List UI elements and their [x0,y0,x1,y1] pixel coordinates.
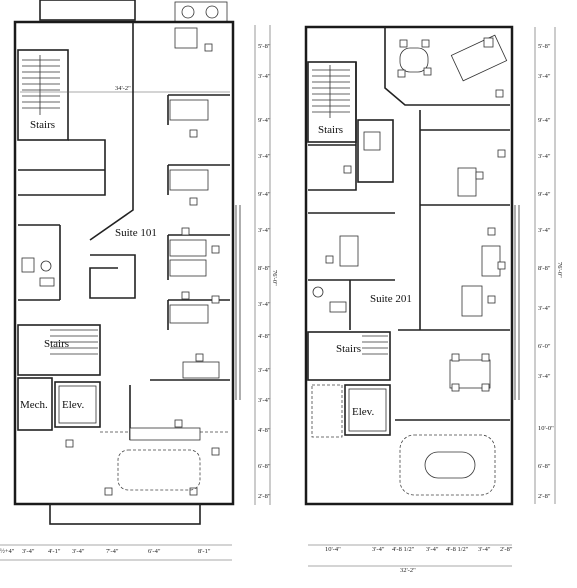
top-entry-area [39,0,136,21]
left-right-dim-3: 3'-4" [258,153,271,160]
hvac-units [174,1,228,23]
right-elevator [344,384,391,436]
left-bottom-dim-5: 8'-1" [198,548,211,555]
right-right-dim-10: 10'-0" [538,425,554,432]
right-suite-label: Suite 201 [370,293,412,305]
right-bottom-dim-0: 10'-4" [325,546,341,553]
right-lower-stair-room [307,331,391,381]
right-right-dim-5: 3'-4" [538,227,551,234]
left-right-dim-8: 4'-8" [258,333,271,340]
left-elev-label: Elev. [62,399,84,411]
left-floor-plan: Stairs 34'-2" [0,0,278,561]
left-right-dim-5: 3'-4" [258,227,271,234]
right-overall-vertical: 76'-0" [556,262,563,278]
right-right-dim-2: 9'-4" [538,117,551,124]
right-right-dim-7: 3'-4" [538,305,551,312]
right-right-dim-8: 6'-0" [538,343,551,350]
right-bottom-dim-6: 2'-8" [500,546,513,553]
left-bottom-dim-4: 6'-4" [148,548,161,555]
right-right-dim-6: 8'-8" [538,265,551,272]
right-kitchenette [357,119,394,183]
left-top-dimension: 34'-2" [115,85,131,92]
right-lounge-area [399,434,496,496]
right-bottom-dim-3: 3'-4" [426,546,439,553]
right-bottom-dim-4: 4'-8 1/2" [446,546,469,553]
left-bottom-entry [49,503,201,525]
left-overall-vertical: 76'-0" [271,270,278,286]
right-bottom-dim-2: 4'-8 1/2" [392,546,415,553]
right-elev-label: Elev. [352,406,374,418]
right-floor-plan: Stairs [304,25,563,574]
right-bottom-dim-1: 3'-4" [372,546,385,553]
left-lounge-table [117,449,201,491]
left-stairs-upper-label: Stairs [30,119,55,131]
left-bottom-dim-0: 3'-4" [22,548,35,555]
left-right-dim-11: 4'-8" [258,427,271,434]
left-stairs-lower-label: Stairs [44,338,69,350]
right-right-dim-12: 2'-8" [538,493,551,500]
left-elevator [54,381,101,428]
left-lower-stair-room [17,324,101,376]
left-bottom-dim-3: 7'-4" [106,548,119,555]
left-right-dim-1: 3'-4" [258,73,271,80]
left-right-dim-2: 9'-4" [258,117,271,124]
left-suite-label: Suite 101 [115,227,157,239]
right-overall-horizontal: 32'-2" [400,567,416,574]
left-bottom-dim-first: ½+4" [0,548,15,555]
right-right-dim-4: 9'-4" [538,191,551,198]
mech-room [17,377,53,431]
right-right-dim-9: 3'-4" [538,373,551,380]
left-right-dim-9: 3'-4" [258,367,271,374]
right-right-dim-1: 3'-4" [538,73,551,80]
right-right-dim-11: 6'-8" [538,463,551,470]
right-stairs-upper-label: Stairs [318,124,343,136]
left-bottom-dim-1: 4'-1" [48,548,61,555]
right-right-dim-3: 3'-4" [538,153,551,160]
left-right-dim-0: 5'-8" [258,43,271,50]
left-upper-stair-room [17,49,69,141]
left-right-dim-4: 9'-4" [258,191,271,198]
left-right-dim-13: 2'-8" [258,493,271,500]
left-right-dim-6: 8'-8" [258,265,271,272]
right-right-dim-0: 5'-8" [538,43,551,50]
left-right-dim-10: 3'-4" [258,397,271,404]
right-exterior-walls [304,25,514,506]
mech-label: Mech. [20,399,48,411]
right-bottom-dim-5: 3'-4" [478,546,491,553]
left-bottom-dim-2: 3'-4" [72,548,85,555]
right-stairs-lower-label: Stairs [336,343,361,355]
left-right-dim-12: 6'-8" [258,463,271,470]
left-right-dim-7: 3'-4" [258,301,271,308]
